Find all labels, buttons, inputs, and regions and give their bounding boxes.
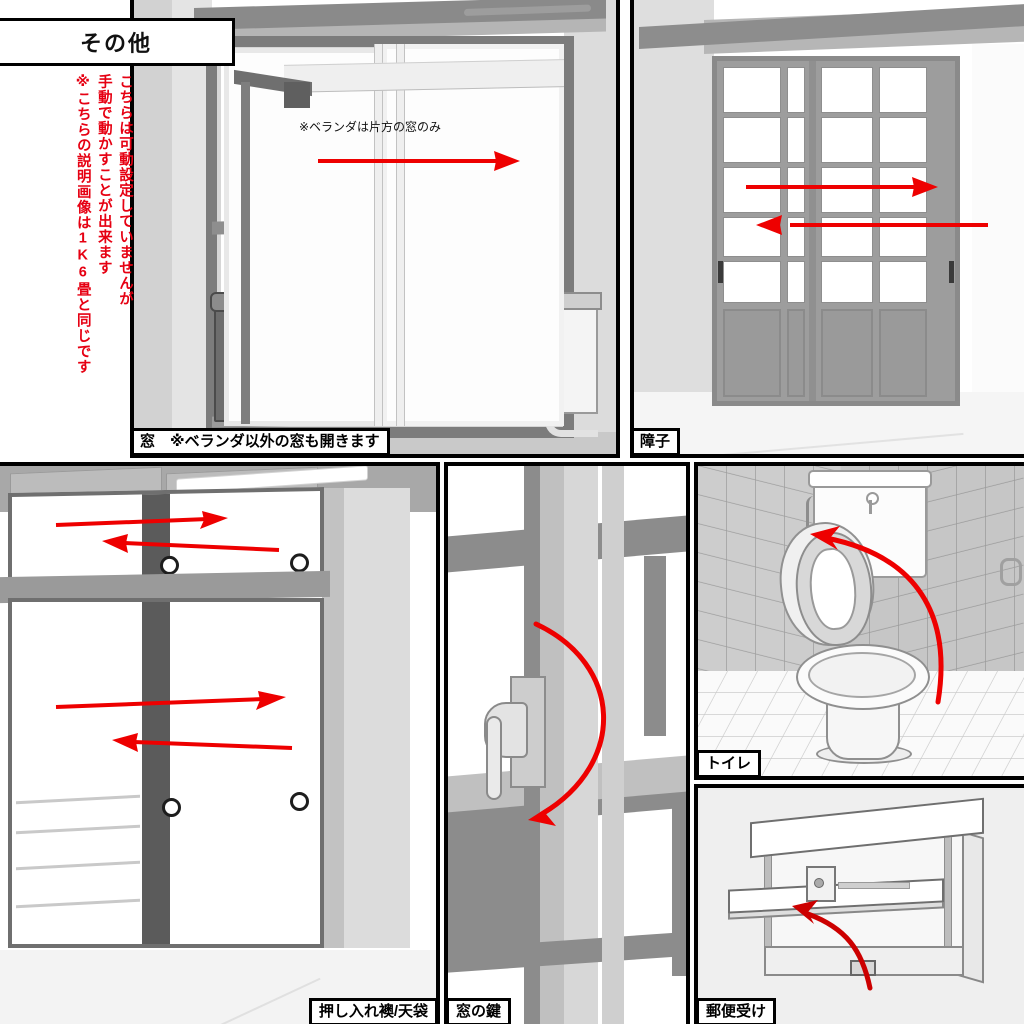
shoji-pane xyxy=(821,167,873,213)
supply-pipe xyxy=(806,496,821,540)
shelf-line xyxy=(16,860,140,871)
sash-mid-rail xyxy=(284,59,564,93)
tenbukuro-knob-left[interactable] xyxy=(160,555,179,576)
window-sash-left xyxy=(224,48,387,426)
flush-handle-stem[interactable] xyxy=(869,500,872,514)
shoji-pane xyxy=(879,261,927,303)
shoji-center-stile xyxy=(809,61,816,401)
vertical-notes: こちらは可動設定していませんが 手動で動かすことが出来ます ※こちらの説明画像は… xyxy=(4,74,134,454)
caption-window-lock: 窓の鍵 xyxy=(448,997,512,1024)
shoji-pane xyxy=(879,217,927,257)
mailbox-latch-pin xyxy=(814,878,824,888)
oshiire-knob-right[interactable] xyxy=(290,792,309,811)
caption-closet: 押し入れ襖/天袋 xyxy=(308,997,436,1024)
shoji-lower-panel xyxy=(723,309,781,397)
side-wall-edge xyxy=(322,488,344,948)
window-mullion xyxy=(396,44,405,426)
shoji-scene xyxy=(634,0,1024,454)
shoji-pane xyxy=(787,261,805,303)
paper-holder xyxy=(1000,558,1022,586)
caption-shoji: 障子 xyxy=(634,427,681,454)
window-sash-right xyxy=(382,44,564,426)
shoji-lower-panel xyxy=(821,309,873,397)
caption-mailbox: 郵便受け xyxy=(698,997,777,1024)
panel-window-lock: 窓の鍵 xyxy=(444,462,690,1024)
shoji-handle-left[interactable] xyxy=(718,261,723,283)
panel-closet: 押し入れ襖/天袋 xyxy=(0,462,440,1024)
window-scene: ※ベランダは片方の窓のみ xyxy=(134,0,616,454)
toilet-bowl-rim xyxy=(808,652,916,698)
tenbukuro-knob-right[interactable] xyxy=(290,553,309,573)
panel-toilet: トイレ xyxy=(694,462,1024,780)
right-wall xyxy=(972,44,1024,414)
shoji-pane xyxy=(879,67,927,113)
closet-scene xyxy=(0,466,436,1024)
laundry-pole xyxy=(241,82,250,424)
left-wall xyxy=(634,0,714,454)
shoji-pane xyxy=(821,217,873,257)
shoji-pane xyxy=(787,117,805,163)
background-block xyxy=(448,816,526,956)
caption-toilet: トイレ xyxy=(698,749,762,776)
mailbox-scene xyxy=(698,788,1024,1024)
oshiire-doors[interactable] xyxy=(8,598,324,948)
pole-bracket xyxy=(284,82,310,108)
left-wall-inner xyxy=(134,0,172,454)
background-bar xyxy=(644,556,666,736)
panel-window: ※ベランダは片方の窓のみ 窓 ※ベランダ以外の窓も開きます xyxy=(130,0,620,458)
toilet-scene xyxy=(698,466,1024,776)
shoji-handle-right[interactable] xyxy=(949,261,954,283)
window-lock-scene xyxy=(448,466,686,1024)
shoji-pane xyxy=(879,117,927,163)
shoji-pane xyxy=(723,167,781,213)
shelf-line xyxy=(16,794,140,805)
oshiire-knob-left[interactable] xyxy=(162,798,181,817)
window-annotation-text: ※ベランダは片方の窓のみ xyxy=(299,120,442,134)
shoji-pane xyxy=(787,217,805,257)
sash-stile-far xyxy=(602,466,624,1024)
shoji-pane xyxy=(821,117,873,163)
mailbox-lock[interactable] xyxy=(850,960,876,976)
flush-handle[interactable] xyxy=(866,492,879,505)
vertical-note-1: こちらは可動設定していませんが xyxy=(117,74,133,307)
shoji-lower-panel xyxy=(787,309,805,397)
shoji-pane xyxy=(787,67,805,113)
cistern-lid xyxy=(808,470,932,488)
background-bar xyxy=(672,796,686,976)
shoji-pane xyxy=(723,261,781,303)
vertical-note-3: ※こちらの説明画像は1K6畳と同じです xyxy=(74,74,91,375)
window-mullion xyxy=(374,44,383,426)
shoji-door-assembly[interactable] xyxy=(712,56,960,406)
shoji-pane xyxy=(821,261,873,303)
shoji-lower-panel xyxy=(879,309,927,397)
caption-window: 窓 ※ベランダ以外の窓も開きます xyxy=(134,427,390,454)
vertical-note-2: 手動で動かすことが出来ます xyxy=(95,74,112,276)
panel-mailbox: 郵便受け xyxy=(694,784,1024,1024)
shoji-pane xyxy=(723,67,781,113)
shelf-line xyxy=(16,824,140,835)
panel-shoji: 障子 xyxy=(630,0,1024,458)
shelf-line xyxy=(16,898,140,909)
page-title: その他 xyxy=(0,18,235,66)
shoji-pane xyxy=(723,217,781,257)
oshiire-center-stile xyxy=(142,602,170,944)
shoji-pane xyxy=(821,67,873,113)
crescent-lock-lever[interactable] xyxy=(486,716,502,800)
shoji-pane xyxy=(879,167,927,213)
shoji-pane xyxy=(723,117,781,163)
shoji-pane xyxy=(787,167,805,213)
mail-slot xyxy=(838,882,910,889)
